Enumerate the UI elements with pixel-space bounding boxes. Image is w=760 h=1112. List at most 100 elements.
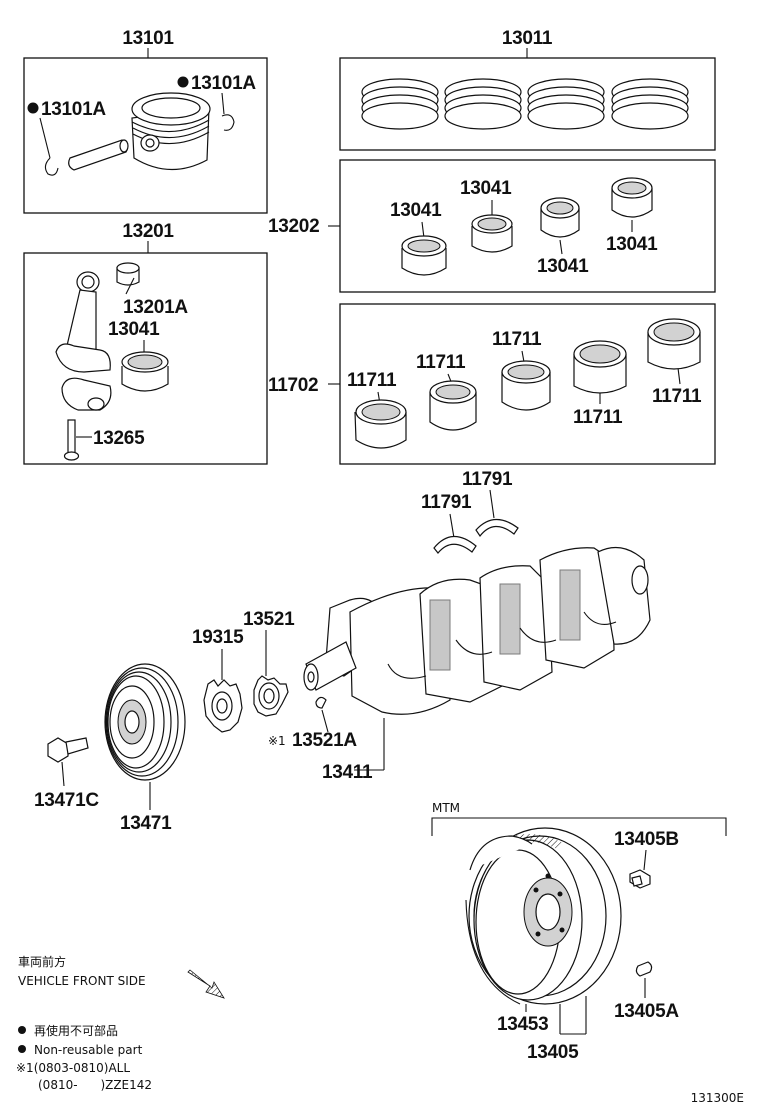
flywheel-bolt-label[interactable]: 13405B (614, 829, 679, 850)
crank-bearing-2[interactable] (471, 214, 513, 253)
mtm-label: MTM (432, 801, 460, 815)
ring-set-group: 13011 (339, 28, 716, 151)
crank-bearing-set-label[interactable]: 13202 (268, 216, 320, 237)
note-line-2: (0810- )ZZE142 (38, 1078, 152, 1092)
bearing-1-label[interactable]: 13041 (390, 200, 442, 221)
legend-dot (18, 1026, 26, 1034)
pin-clip-left[interactable] (44, 157, 59, 176)
piston-pin[interactable] (68, 139, 129, 171)
crank-pulley-label[interactable]: 13471 (120, 813, 172, 834)
flywheel[interactable] (468, 827, 622, 1005)
crank-bearing-group: 13202 13041 13041 13041 13041 (268, 159, 716, 293)
ring-set-box (339, 57, 716, 151)
main-bearing-3[interactable] (501, 360, 551, 411)
leader-line (61, 761, 65, 787)
legend-nonreusable-jp: 再使用不可部品 (34, 1023, 118, 1038)
crank-pulley[interactable] (104, 663, 186, 781)
crank-bearing-1[interactable] (401, 235, 447, 276)
piston-ring-2[interactable] (444, 78, 522, 130)
main-bearing-box (339, 303, 716, 465)
piston[interactable] (131, 92, 211, 171)
leader-line (489, 489, 495, 519)
connecting-rod[interactable] (55, 271, 112, 411)
main-bearing-group: 11702 11711 11711 11711 11711 11711 (268, 303, 716, 465)
piston-ring-4[interactable] (611, 78, 689, 130)
crank-bearing-4[interactable] (611, 177, 653, 218)
main-3-label[interactable]: 11711 (492, 329, 542, 350)
leader-line (421, 221, 425, 239)
main-bearing-2[interactable] (429, 380, 477, 431)
ring-gear-label[interactable]: 13453 (497, 1014, 549, 1035)
piston-set-label[interactable]: 13101 (122, 28, 174, 49)
main-bearing-1[interactable] (354, 399, 407, 449)
sensor-plate-label[interactable]: 19315 (192, 627, 244, 648)
vehicle-front-jp: 車両前方 (18, 954, 66, 969)
conrod-group: 13201 13201A 13041 (23, 221, 268, 465)
thrust-washer-group: 11791 11791 (421, 469, 519, 554)
sensor-plate[interactable] (203, 679, 243, 733)
mtm-flywheel-group: MTM 13405B (431, 801, 727, 1063)
bearing-3-label[interactable]: 13041 (537, 256, 589, 277)
ring-set-label[interactable]: 13011 (502, 28, 553, 49)
legend-dot (18, 1045, 26, 1053)
pin-clip-right-label[interactable]: 13101A (191, 73, 257, 94)
conrod-box (23, 252, 268, 465)
leader-line (321, 709, 329, 733)
crankshaft[interactable] (303, 546, 651, 771)
nonreusable-dot (27, 102, 39, 114)
flywheel-bolt[interactable] (629, 869, 651, 889)
pulley-bolt-label[interactable]: 13471C (34, 790, 100, 811)
main-bearing-set-label[interactable]: 11702 (268, 375, 319, 396)
crank-bearing-box (339, 159, 716, 293)
conrod-bushing-label[interactable]: 13201A (123, 297, 189, 318)
thrust-washer-2-label[interactable]: 11791 (462, 469, 513, 490)
crank-bearing-3[interactable] (540, 197, 580, 238)
main-bearing-4[interactable] (573, 340, 627, 394)
nonreusable-dot (177, 76, 189, 88)
timing-gear-label[interactable]: 13521 (243, 609, 295, 630)
flywheel-pin-label[interactable]: 13405A (614, 1001, 680, 1022)
thrust-washer-2[interactable] (475, 518, 519, 538)
leader-line (221, 92, 225, 115)
main-1-label[interactable]: 11711 (347, 370, 397, 391)
pin-clip-left-label[interactable]: 13101A (41, 99, 107, 120)
leader-line (643, 849, 647, 871)
thrust-washer-1[interactable] (433, 535, 477, 554)
piston-set-group: 13101 13101A 13101A (23, 28, 268, 214)
main-2-label[interactable]: 11711 (416, 352, 466, 373)
conrod-bearing-label[interactable]: 13041 (108, 319, 160, 340)
conrod-assy-label[interactable]: 13201 (122, 221, 174, 242)
conrod-bushing[interactable] (116, 262, 140, 286)
crankshaft-label[interactable]: 13411 (322, 762, 373, 783)
crank-key-label[interactable]: 13521A (292, 730, 358, 751)
piston-set-box (23, 57, 268, 214)
piston-ring-3[interactable] (527, 78, 605, 130)
bearing-2-label[interactable]: 13041 (460, 178, 512, 199)
crank-pulley-bolt[interactable] (47, 737, 89, 763)
thrust-washer-1-label[interactable]: 11791 (421, 492, 472, 513)
conrod-bearing[interactable] (121, 351, 169, 392)
flywheel-label[interactable]: 13405 (527, 1042, 579, 1063)
leader-line (677, 367, 681, 385)
timing-gear[interactable] (253, 675, 289, 717)
bearing-4-label[interactable]: 13041 (606, 234, 658, 255)
leader-line (125, 277, 135, 295)
flywheel-pin[interactable] (635, 961, 653, 977)
vehicle-front-arrow-icon (187, 969, 225, 999)
main-4-label[interactable]: 11711 (573, 407, 623, 428)
leader-line (449, 513, 455, 539)
leader-line (559, 239, 563, 255)
conrod-bolt[interactable] (63, 419, 80, 461)
figure-code: 131300E (691, 1091, 744, 1105)
conrod-bolt-label[interactable]: 13265 (93, 428, 145, 449)
leader-line (521, 350, 525, 363)
main-5-label[interactable]: 11711 (652, 386, 702, 407)
leader-line (39, 117, 51, 159)
piston-ring-1[interactable] (361, 78, 439, 130)
vehicle-front-en: VEHICLE FRONT SIDE (18, 974, 146, 988)
pin-clip-right[interactable] (221, 114, 235, 131)
crank-key[interactable] (315, 696, 327, 709)
main-bearing-5[interactable] (647, 318, 701, 370)
ring-gear[interactable] (465, 834, 562, 1005)
